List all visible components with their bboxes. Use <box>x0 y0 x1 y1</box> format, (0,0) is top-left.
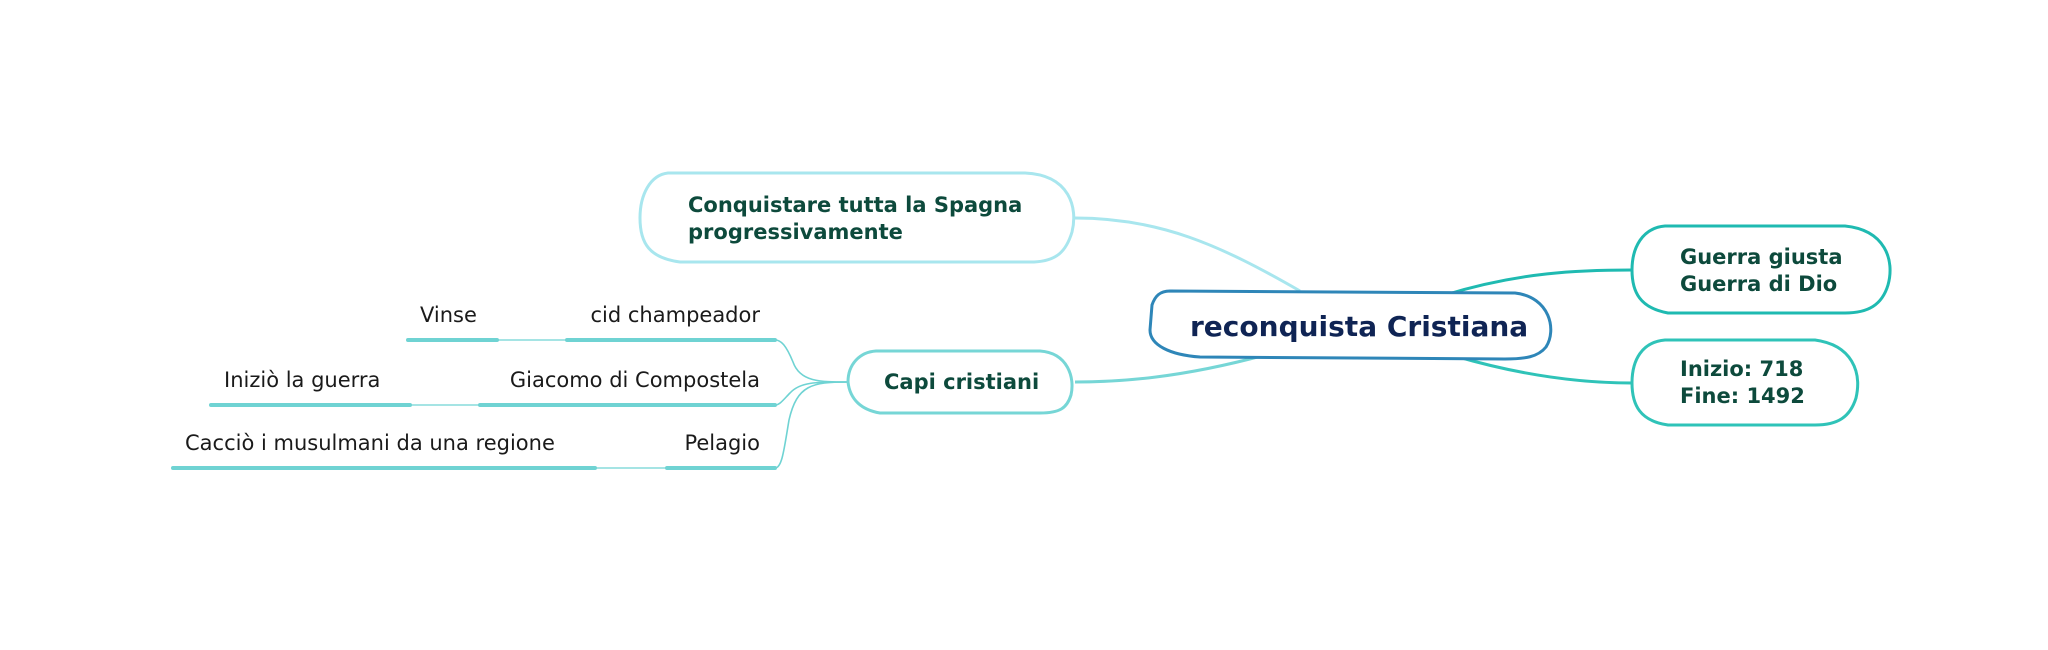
connector-leaders-giacomo <box>774 381 849 406</box>
connector-leaders-cid <box>774 339 849 383</box>
leaf-pelagio[interactable]: Pelagio <box>684 431 760 455</box>
node-goal-shape[interactable] <box>638 171 1076 264</box>
connector-leaders-pelagio <box>774 381 849 469</box>
node-leaders-shape[interactable] <box>846 349 1074 415</box>
topic-dates-label[interactable]: Inizio: 718 Fine: 1492 <box>1680 356 1805 410</box>
leaf-giacomo-di-compostela[interactable]: Giacomo di Compostela <box>509 368 760 392</box>
center-topic-label[interactable]: reconquista Cristiana <box>1190 310 1529 343</box>
topic-war-line-2: Guerra di Dio <box>1680 272 1838 296</box>
topic-goal-line-1: Conquistare tutta la Spagna <box>688 193 1023 217</box>
leaf-caccio-i-musulmani[interactable]: Cacciò i musulmani da una regione <box>185 431 555 455</box>
topic-war-line-1: Guerra giusta <box>1680 245 1843 269</box>
connector-center-goal <box>1074 216 1301 293</box>
topic-leaders-label[interactable]: Capi cristiani <box>884 370 1040 394</box>
connector-center-dates <box>1454 354 1633 385</box>
topic-goal-label[interactable]: Conquistare tutta la Spagna progressivam… <box>688 192 1022 246</box>
leaf-inizio-la-guerra[interactable]: Iniziò la guerra <box>224 368 381 392</box>
leaf-cid-champeador[interactable]: cid champeador <box>590 303 761 327</box>
node-dates-shape[interactable] <box>1630 338 1860 427</box>
center-node-shape[interactable] <box>1148 289 1553 361</box>
connector-center-leaders <box>1074 353 1266 384</box>
topic-dates-line-1: Inizio: 718 <box>1680 357 1804 381</box>
topic-war-type-label[interactable]: Guerra giusta Guerra di Dio <box>1680 244 1843 298</box>
topic-dates-line-2: Fine: 1492 <box>1680 384 1805 408</box>
connector-center-war <box>1444 268 1633 297</box>
node-war-shape[interactable] <box>1630 224 1892 315</box>
leaf-vinse[interactable]: Vinse <box>420 303 477 327</box>
topic-goal-line-2: progressivamente <box>688 220 903 244</box>
